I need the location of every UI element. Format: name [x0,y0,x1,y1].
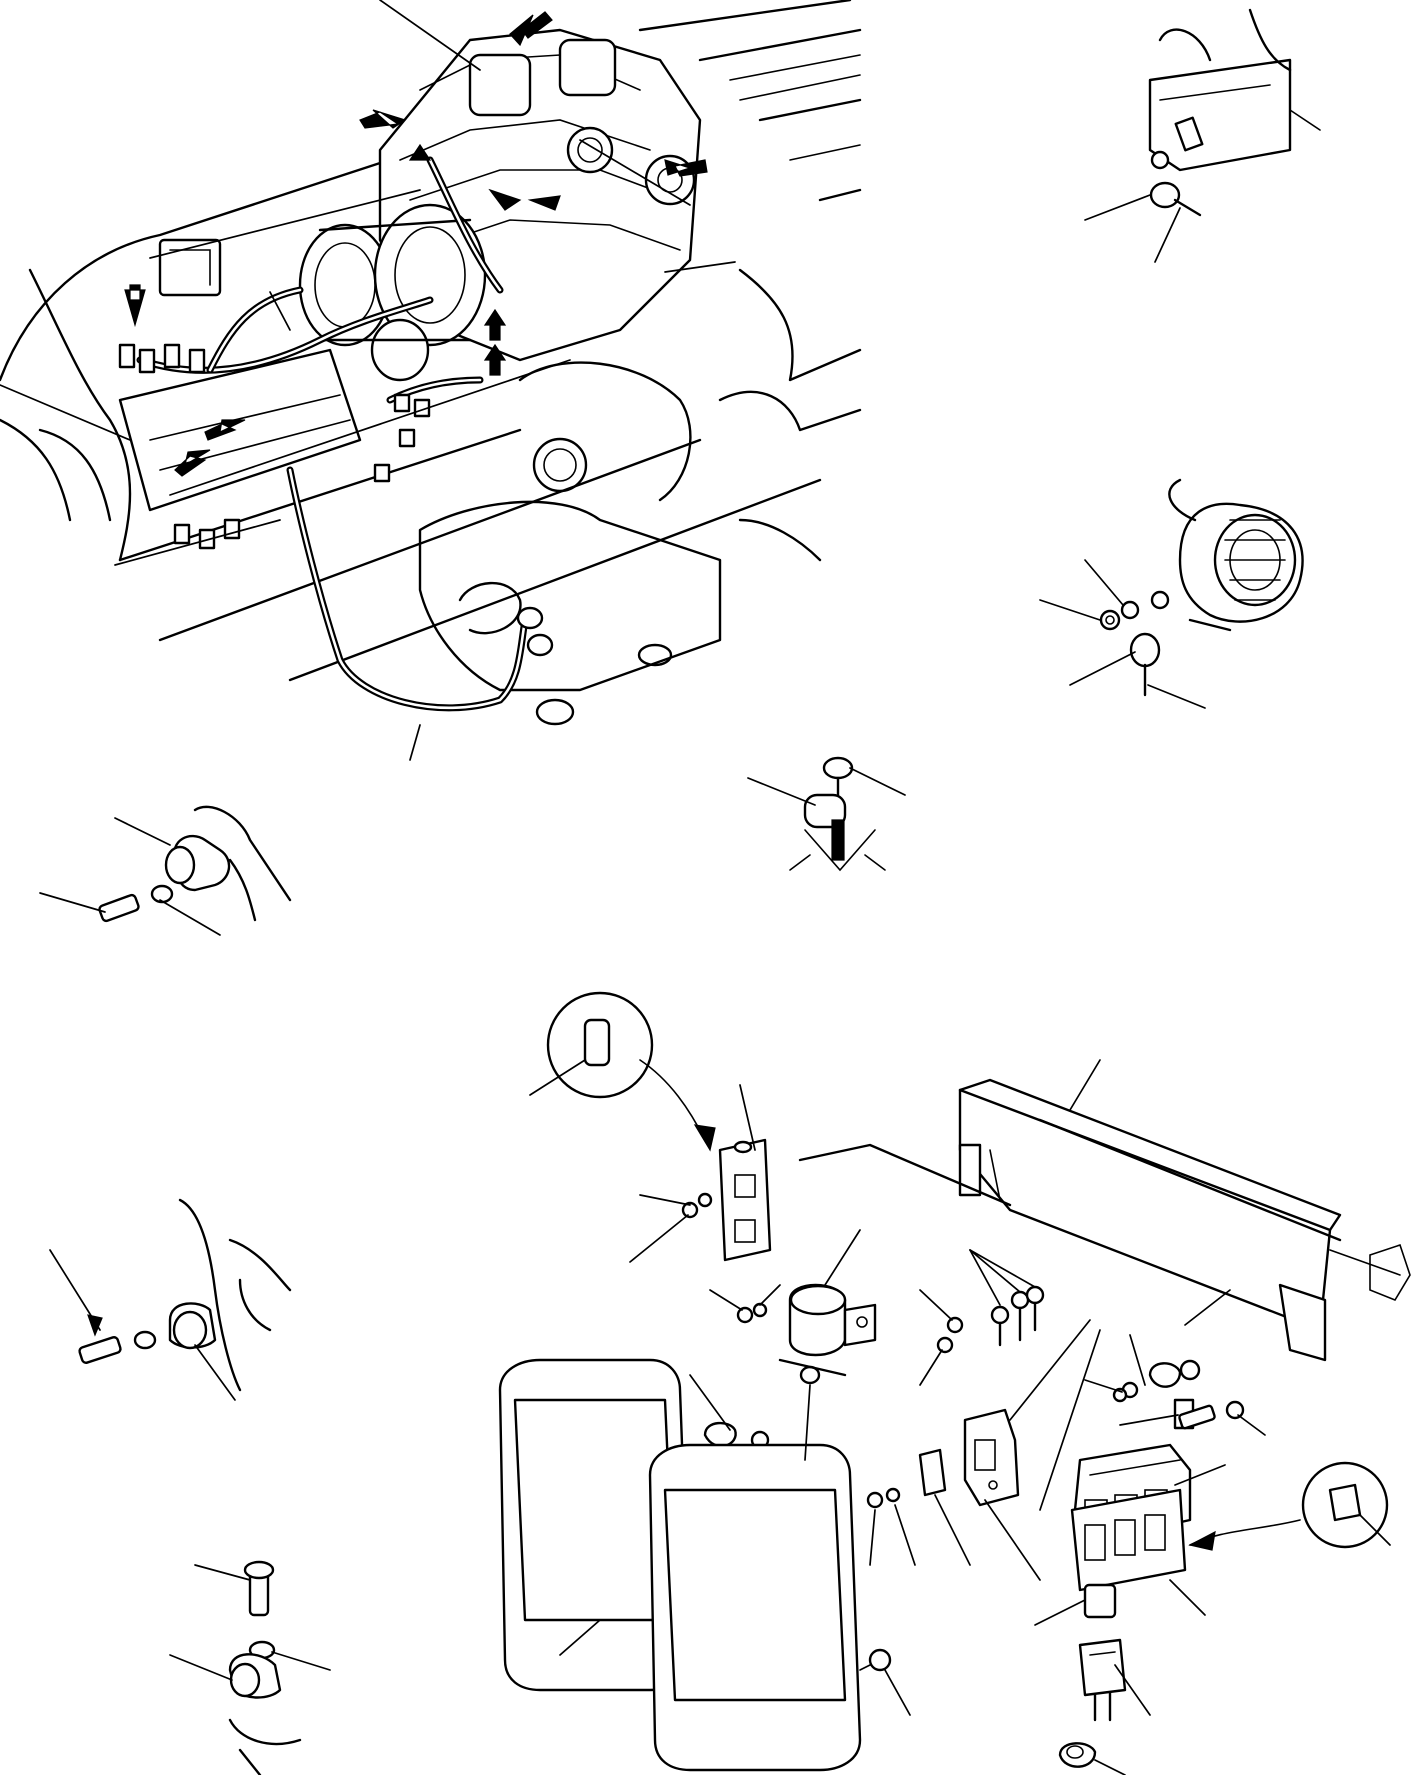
alternator-terminal-detail [1039,478,1304,709]
cable-clamp-detail-center [747,756,906,872]
harness-routing-arrows [124,11,708,477]
relay-bracket-assembly [498,991,1411,1772]
ground-terminal-detail [1084,8,1321,263]
engine-view-leaders [0,0,736,761]
cable-clamp-detail-3 [169,1560,331,1775]
cable-clamp-detail-2 [49,1198,292,1401]
engine-compartment-view [0,0,862,726]
relay-assembly-leaders [529,1059,1391,1775]
cable-clamp-detail-1 [39,805,292,936]
